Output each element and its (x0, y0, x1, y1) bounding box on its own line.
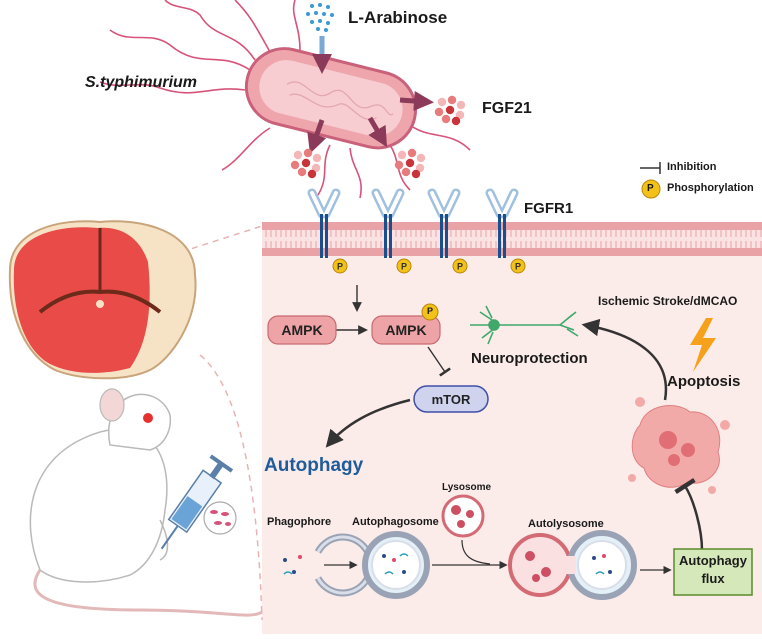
zoom-line-bottom (199, 354, 263, 621)
ampk-phospho-symbol: P (427, 306, 434, 316)
ampk-phospho-icon (421, 303, 439, 321)
phospho-icon (332, 258, 348, 274)
autophagosome-label: Autophagosome (352, 516, 439, 528)
cell-membrane (262, 222, 762, 256)
fgfr1-receptor: P (371, 188, 412, 274)
phospho-symbol: P (457, 262, 463, 272)
neuroprotection-label: Neuroprotection (471, 350, 588, 367)
phagophore-label: Phagophore (267, 516, 332, 528)
bacteria-in-syringe (210, 510, 231, 526)
flux-inhibits-apoptosis (674, 478, 704, 551)
flux-label-line1: Autophagy (679, 553, 747, 568)
secretion-arrow-down-left (307, 119, 327, 154)
autophagosome-icon (362, 531, 430, 599)
autolysosome-label: Autolysosome (528, 518, 604, 530)
fgfr1-receptor: P (485, 188, 526, 274)
ampk-label: AMPK (281, 322, 323, 338)
legend-phospho-symbol: P (647, 183, 654, 194)
neuron-icon (470, 305, 579, 345)
inhibition-legend-icon (640, 162, 661, 174)
l-arabinose-molecules (306, 3, 334, 32)
l-arabinose-label: L-Arabinose (348, 8, 448, 27)
legend-phosphorylation-label: Phosphorylation (667, 182, 754, 194)
fgfr1-label: FGFR1 (524, 200, 574, 217)
autolysosome-icon (508, 530, 637, 600)
zoom-line-top (149, 225, 263, 263)
phospho-icon (452, 258, 468, 274)
legend-inhibition-label: Inhibition (667, 161, 717, 173)
mtor-box (413, 385, 489, 413)
lysosome-icon (441, 494, 485, 538)
fgf21-cluster (394, 148, 426, 179)
syringe-zoom-icon (203, 501, 237, 535)
secretion-arrow-right (399, 91, 434, 111)
apoptosis-label: Apoptosis (667, 373, 741, 390)
apoptotic-cell-icon (628, 397, 730, 494)
secretion-arrow-down-right (367, 116, 388, 148)
fgfr1-receptor: P (427, 188, 468, 274)
lightning-icon (690, 318, 716, 372)
condition-label: Ischemic Stroke/dMCAO (598, 294, 738, 308)
autophagy-title: Autophagy (264, 455, 364, 476)
species-label: S.typhimurium (85, 74, 198, 91)
phosphorylation-legend-icon (641, 179, 661, 199)
fgf21-cluster (434, 95, 466, 126)
ampk-p-label: AMPK (385, 322, 427, 338)
autophagy-flux-box (673, 548, 753, 596)
phospho-icon (396, 258, 412, 274)
syringe-icon (160, 454, 234, 550)
mouse (29, 388, 263, 617)
ampk-box (267, 315, 337, 345)
fgfr1-receptor: P (307, 188, 348, 274)
phospho-symbol: P (401, 262, 407, 272)
bacterium (244, 47, 418, 150)
fgf21-cluster (290, 148, 322, 179)
flagella (99, 0, 471, 199)
fgf21-label: FGF21 (482, 100, 532, 117)
legend (640, 162, 661, 199)
apoptosis-to-neuroprotection-arrow (581, 318, 668, 401)
flux-label-line2: flux (701, 571, 725, 586)
lysosome-fusion-arrow (461, 539, 491, 565)
phospho-symbol: P (515, 262, 521, 272)
phospho-icon (510, 258, 526, 274)
ampkp-inhibits-mtor (427, 346, 451, 377)
mtor-label: mTOR (431, 391, 471, 407)
mtor-to-autophagy-arrow (325, 398, 411, 448)
phospho-symbol: P (337, 262, 343, 272)
fgf21-clusters (290, 95, 466, 179)
brain-section (8, 220, 197, 380)
ampk-p-box (371, 315, 441, 345)
lysosome-label: Lysosome (442, 482, 492, 493)
